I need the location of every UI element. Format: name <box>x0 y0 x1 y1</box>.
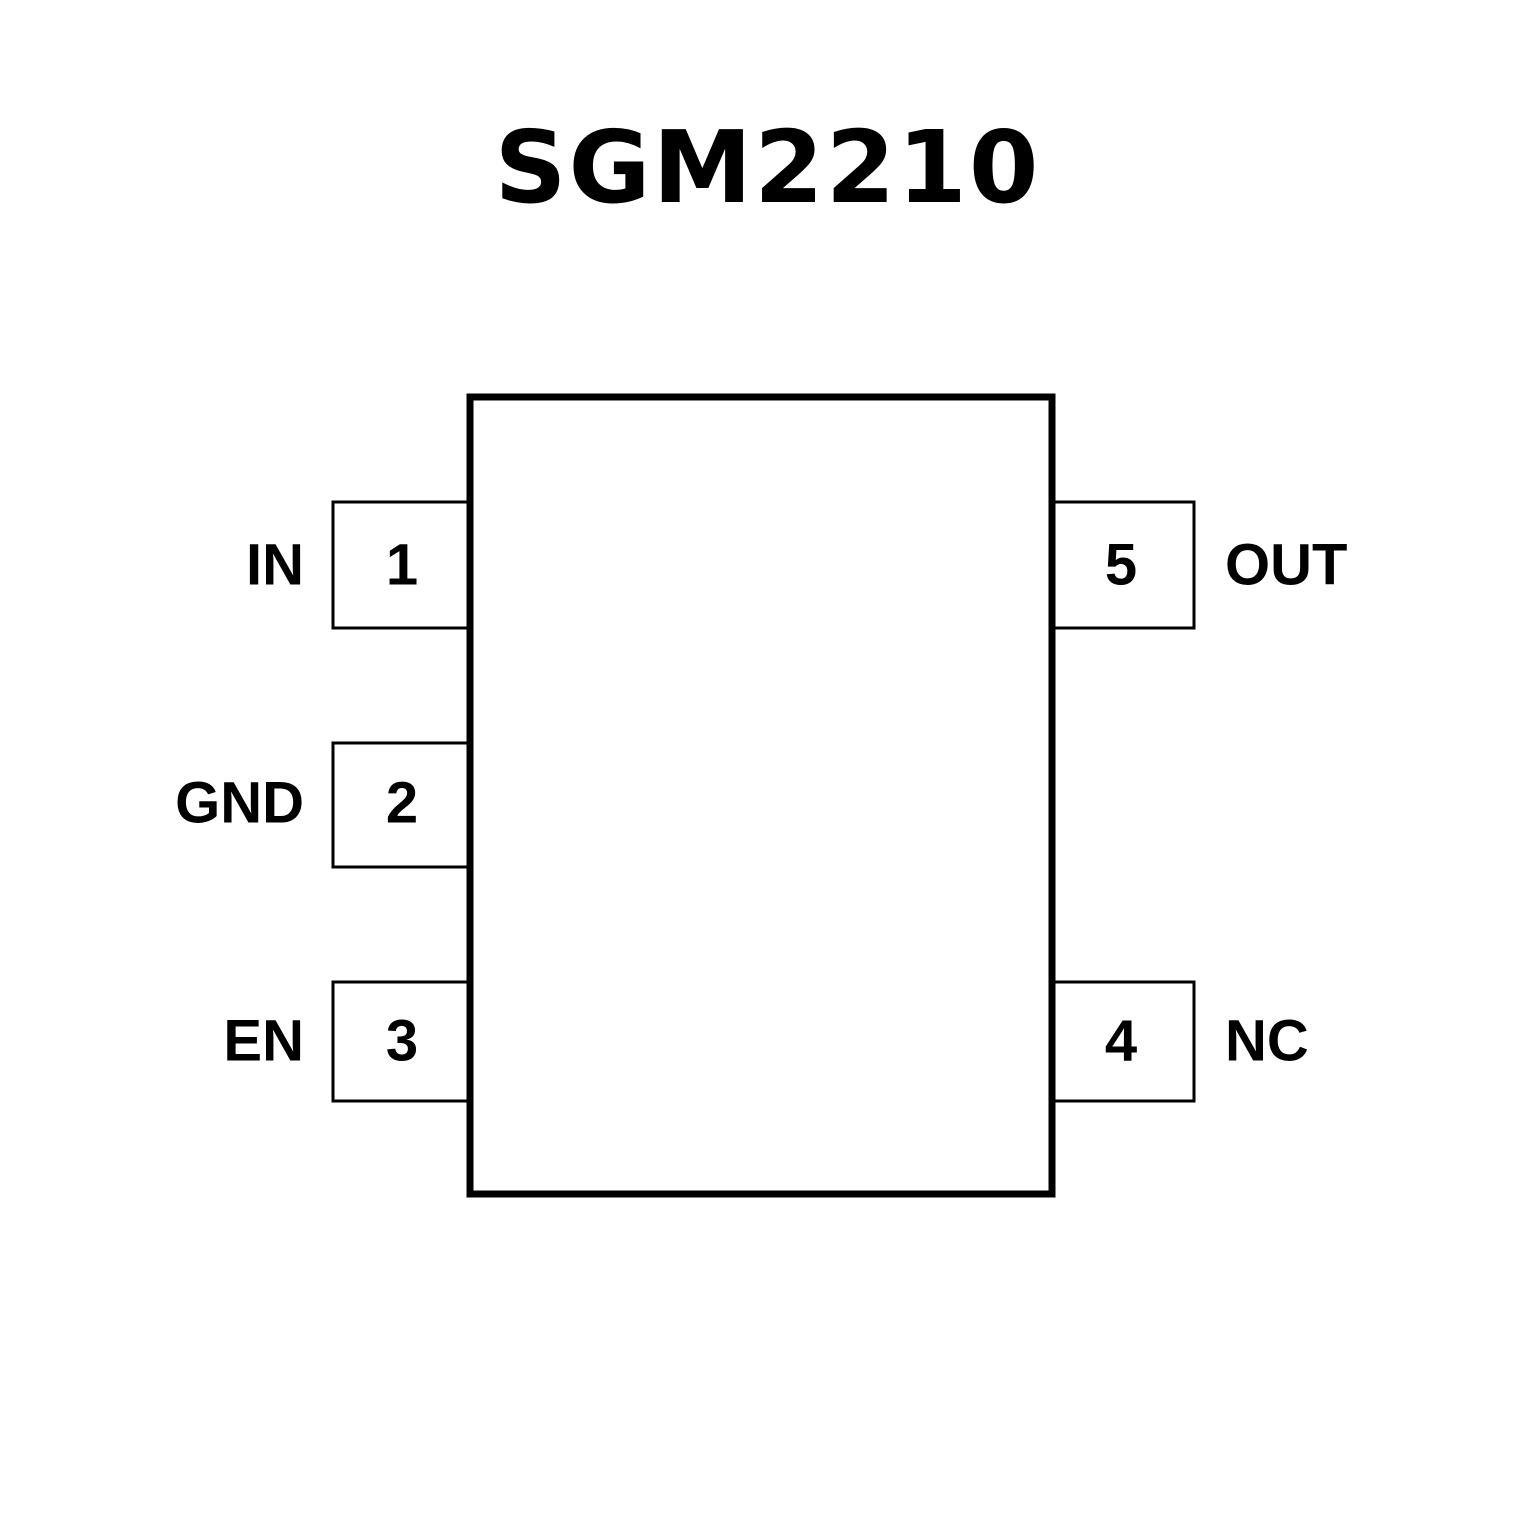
pin-4: 4 NC <box>1048 980 1309 1103</box>
pin-4-name: NC <box>1225 1009 1309 1074</box>
pin-2-number: 2 <box>386 771 418 836</box>
pin-2-lead <box>331 741 472 869</box>
pin-1: 1 IN <box>246 500 472 630</box>
pin-3-lead <box>331 980 472 1103</box>
pin-5-name: OUT <box>1225 533 1347 598</box>
pin-4-lead <box>1048 980 1196 1103</box>
pin-3-name: EN <box>223 1009 304 1074</box>
chip-title: SGM2210 <box>494 109 1041 226</box>
pin-3: 3 EN <box>223 980 472 1103</box>
chip-body <box>466 393 1056 1198</box>
pin-5-number: 5 <box>1105 533 1137 598</box>
pin-2: 2 GND <box>175 741 472 869</box>
pin-1-number: 1 <box>386 533 418 598</box>
pin-5: 5 OUT <box>1048 500 1347 630</box>
pin-5-lead <box>1048 500 1196 630</box>
pin-3-number: 3 <box>386 1009 418 1074</box>
pin-1-name: IN <box>246 533 304 598</box>
pin-4-number: 4 <box>1105 1009 1137 1074</box>
pin-2-name: GND <box>175 771 304 836</box>
pin-1-lead <box>331 500 472 630</box>
